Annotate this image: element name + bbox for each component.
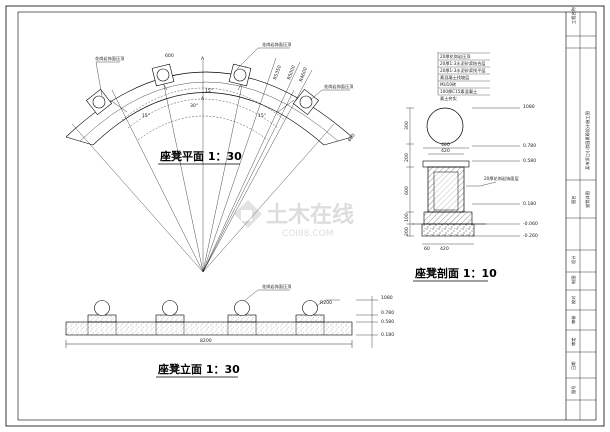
layer-note: 20厚1:3水泥砂浆找平层 <box>440 67 486 74</box>
plan-right-end <box>323 136 353 146</box>
plan-note: 花岗岩饰面压顶 <box>262 41 292 48</box>
plan-dim: R5350 <box>272 65 283 81</box>
section-dim: 200 <box>404 153 410 162</box>
elevation-sphere <box>94 300 110 316</box>
section-view: 20厚花岗岩压顶 20厚1:3水泥砂浆结合层 20厚1:3水泥砂浆找平层 素混凝… <box>404 52 538 282</box>
section-mark-top: A <box>201 56 205 62</box>
plan-dim-arc-2 <box>127 98 279 129</box>
elevation-total-dim: 8200 <box>200 338 212 344</box>
elevation-level: 1080 <box>381 295 393 301</box>
title-block-row: 制图 <box>570 276 577 284</box>
section-mark-bottom: A <box>201 96 205 102</box>
plan-dim: R5000 <box>286 65 297 81</box>
radial-lines <box>71 57 335 273</box>
section-title: 座凳剖面 1：10 <box>414 266 497 280</box>
plan-view: A A 15° 30° 15° 15° 600 R5350 R5000 R460… <box>65 41 357 273</box>
title-block-row: 图号 <box>571 386 577 394</box>
plan-seat-1 <box>85 88 113 116</box>
title-block-row: 校对 <box>570 296 577 304</box>
elevation-sphere <box>302 300 318 316</box>
layer-note: 素混凝土找坡层 <box>440 74 469 81</box>
section-dim: 60 <box>424 246 430 252</box>
title-block-row: 设计 <box>570 256 577 264</box>
plan-mid-arc <box>79 81 339 142</box>
section-dim: 200 <box>404 227 410 236</box>
section-level: 0.780 <box>523 143 536 149</box>
plan-inner-arc <box>92 92 325 146</box>
title-block: 工程名称 某市滨江小游园景观设计施工图 图名 座凳详图 设计 制图 校对 审核 … <box>565 7 596 420</box>
watermark: 土木在线 COI88.COM <box>234 200 354 239</box>
section-level: -0.260 <box>523 233 538 239</box>
plan-left-end <box>65 136 94 146</box>
title-block-row: 审定 <box>570 338 577 346</box>
plan-seat-4 <box>292 88 320 116</box>
angle-label: 15° <box>258 113 266 119</box>
layer-note: 素土夯实 <box>440 95 457 102</box>
title-block-row: 日期 <box>571 362 577 370</box>
elevation-view: 8200 花岗岩饰面压顶 R200 1080 0.780 0.580 0.180… <box>65 283 394 378</box>
section-sphere <box>426 107 464 145</box>
plan-title: 座凳平面 1：30 <box>159 149 242 163</box>
elevation-note: 花岗岩饰面压顶 <box>262 283 292 290</box>
section-level: 0.180 <box>523 201 536 207</box>
layer-note: MU10砖 <box>440 81 456 88</box>
outer-border <box>5 5 605 427</box>
elevation-title: 座凳立面 1：30 <box>157 362 240 376</box>
section-footing <box>423 211 473 225</box>
title-block-drawing: 座凳详图 <box>584 191 591 208</box>
plan-note: 花岗岩饰面压顶 <box>324 83 354 90</box>
plan-dim: 600 <box>165 53 174 59</box>
elevation-level: 0.780 <box>381 310 394 316</box>
section-level: 0.580 <box>523 158 536 164</box>
section-layer-notes: 20厚花岗岩压顶 20厚1:3水泥砂浆结合层 20厚1:3水泥砂浆找平层 素混凝… <box>437 52 490 102</box>
elevation-base <box>65 321 353 336</box>
plan-seat-2 <box>151 63 175 87</box>
plan-note: 花岗岩饰面压顶 <box>95 55 125 62</box>
section-dim: 100 <box>404 213 410 222</box>
elevation-sphere <box>234 300 250 316</box>
section-side-note: 20厚花岗岩饰面层 <box>484 175 519 182</box>
angle-label: 15° <box>142 113 150 119</box>
plan-dim-arc-1 <box>121 87 286 121</box>
section-cap <box>422 160 470 168</box>
section-level: 1080 <box>523 104 535 110</box>
layer-note: 20厚1:3水泥砂浆结合层 <box>440 60 486 67</box>
elevation-radius: R200 <box>320 300 332 306</box>
watermark-text: 土木在线 <box>266 202 354 228</box>
title-block-label: 工程名称 <box>570 7 577 24</box>
section-dim: 400 <box>441 142 450 148</box>
plan-dim: R4600 <box>298 67 309 83</box>
section-dim: 420 <box>440 246 449 252</box>
elevation-level: 0.180 <box>381 332 394 338</box>
section-dim: 420 <box>441 148 450 154</box>
watermark-logo-icon <box>234 200 262 228</box>
layer-note: 100厚C15素混凝土 <box>440 88 477 95</box>
plan-seat-3 <box>228 63 252 87</box>
plan-dim: 600 <box>347 132 357 143</box>
section-gravel <box>421 223 475 237</box>
section-dim: 300 <box>404 121 410 130</box>
title-block-label: 图名 <box>570 196 577 204</box>
title-block-project: 某市滨江小游园景观设计施工图 <box>584 111 591 170</box>
angle-label: 15° <box>205 88 213 94</box>
angle-label: 30° <box>190 103 198 109</box>
plan-dim-arc-3 <box>137 115 269 141</box>
section-dim: 600 <box>404 186 410 195</box>
section-level: -0.060 <box>523 221 538 227</box>
watermark-url: COI88.COM <box>282 229 333 239</box>
title-block-row: 审核 <box>570 315 577 324</box>
inner-border <box>17 11 597 421</box>
elevation-level: 0.580 <box>381 319 394 325</box>
elevation-sphere <box>162 300 178 316</box>
layer-note: 20厚花岗岩压顶 <box>440 53 471 60</box>
